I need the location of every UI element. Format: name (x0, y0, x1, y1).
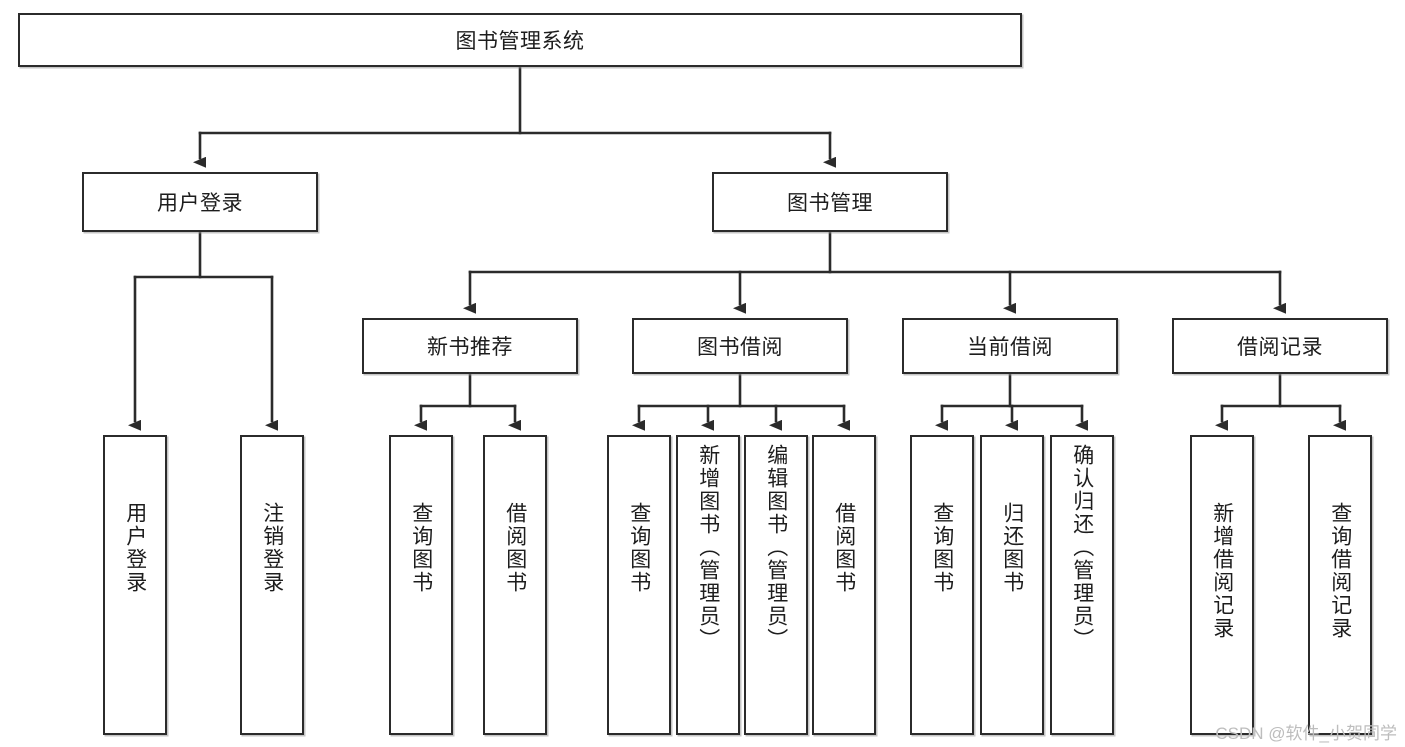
node-root[interactable]: 图书管理系统 (18, 13, 1022, 67)
leaf-query-book-1-label: 查询图书 (409, 502, 433, 594)
node-user-login[interactable]: 用户登录 (82, 172, 318, 232)
leaf-query-book-3-label: 查询图书 (930, 502, 954, 594)
node-current-borrow-label: 当前借阅 (967, 336, 1053, 359)
leaf-confirm-return[interactable]: 确认归还（管理员） (1050, 435, 1114, 735)
leaf-confirm-return-label: 确认归还（管理员） (1070, 444, 1094, 651)
leaf-query-book-1[interactable]: 查询图书 (389, 435, 453, 735)
leaf-borrow-book-2-label: 借阅图书 (832, 502, 856, 594)
leaf-edit-book-label: 编辑图书（管理员） (764, 444, 788, 651)
leaf-edit-book[interactable]: 编辑图书（管理员） (744, 435, 808, 735)
leaf-query-record[interactable]: 查询借阅记录 (1308, 435, 1372, 735)
leaf-borrow-book-1[interactable]: 借阅图书 (483, 435, 547, 735)
leaf-query-book-2[interactable]: 查询图书 (607, 435, 671, 735)
leaf-query-book-3[interactable]: 查询图书 (910, 435, 974, 735)
node-book-borrow[interactable]: 图书借阅 (632, 318, 848, 374)
node-borrow-record-label: 借阅记录 (1237, 336, 1323, 359)
node-user-login-label: 用户登录 (157, 192, 243, 215)
leaf-return-book[interactable]: 归还图书 (980, 435, 1044, 735)
node-book-borrow-label: 图书借阅 (697, 336, 783, 359)
leaf-user-logout-label: 注销登录 (260, 502, 284, 594)
leaf-add-book-label: 新增图书（管理员） (696, 444, 720, 651)
leaf-borrow-book-1-label: 借阅图书 (503, 502, 527, 594)
leaf-query-record-label: 查询借阅记录 (1328, 502, 1352, 640)
leaf-return-book-label: 归还图书 (1000, 502, 1024, 594)
node-book-manage[interactable]: 图书管理 (712, 172, 948, 232)
node-current-borrow[interactable]: 当前借阅 (902, 318, 1118, 374)
node-root-label: 图书管理系统 (455, 30, 585, 53)
leaf-add-record-label: 新增借阅记录 (1210, 502, 1234, 640)
leaf-user-login-label: 用户登录 (123, 502, 147, 594)
node-book-manage-label: 图书管理 (787, 192, 873, 215)
node-borrow-record[interactable]: 借阅记录 (1172, 318, 1388, 374)
leaf-user-logout[interactable]: 注销登录 (240, 435, 304, 735)
leaf-add-record[interactable]: 新增借阅记录 (1190, 435, 1254, 735)
leaf-user-login[interactable]: 用户登录 (103, 435, 167, 735)
leaf-borrow-book-2[interactable]: 借阅图书 (812, 435, 876, 735)
node-new-book-recommend[interactable]: 新书推荐 (362, 318, 578, 374)
leaf-query-book-2-label: 查询图书 (627, 502, 651, 594)
node-new-book-recommend-label: 新书推荐 (427, 336, 513, 359)
leaf-add-book[interactable]: 新增图书（管理员） (676, 435, 740, 735)
